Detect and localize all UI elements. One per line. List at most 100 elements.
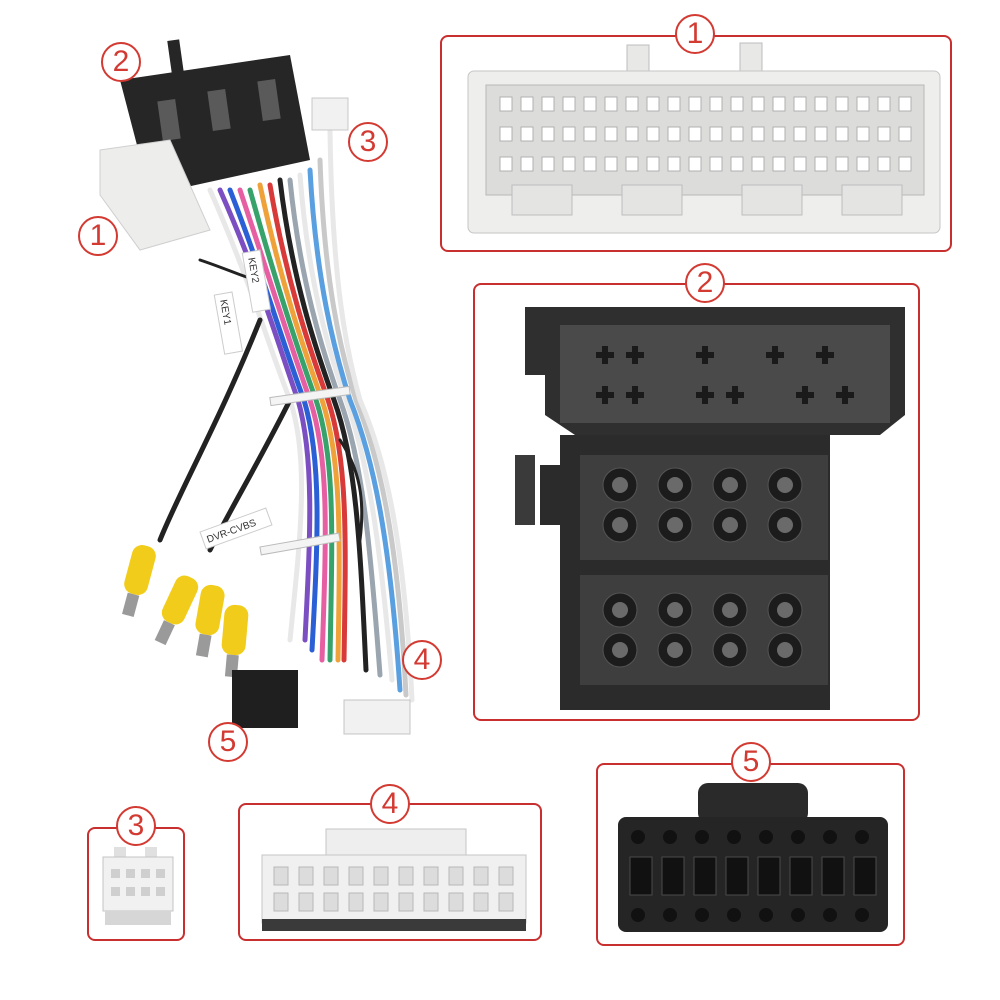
pin xyxy=(877,96,891,112)
pin xyxy=(695,908,709,922)
pin xyxy=(722,517,738,533)
pin xyxy=(722,642,738,658)
pin xyxy=(757,856,781,896)
pin xyxy=(323,866,339,886)
pin xyxy=(709,126,723,142)
pin xyxy=(373,892,389,912)
pin xyxy=(632,346,638,364)
pin xyxy=(667,96,681,112)
wiring-harness: KEY2 KEY1 DVR-CVBS xyxy=(99,39,415,735)
pin xyxy=(667,156,681,172)
pin xyxy=(793,96,807,112)
pin xyxy=(541,96,555,112)
badge-harness-3: 3 xyxy=(348,122,388,162)
pin xyxy=(821,856,845,896)
pin xyxy=(722,477,738,493)
pin xyxy=(688,96,702,112)
pin xyxy=(473,892,489,912)
panel-connector-4 xyxy=(238,803,542,941)
pin xyxy=(273,892,289,912)
pin xyxy=(612,642,628,658)
spade-pins xyxy=(596,346,854,404)
pin xyxy=(423,892,439,912)
pin xyxy=(898,96,912,112)
rca-plugs xyxy=(122,544,249,678)
pin xyxy=(141,887,150,896)
harness-connector-4 xyxy=(343,699,411,735)
pin xyxy=(777,477,793,493)
pin xyxy=(273,866,289,886)
pin xyxy=(777,602,793,618)
pin xyxy=(730,96,744,112)
pin xyxy=(631,830,645,844)
pin xyxy=(856,126,870,142)
pin xyxy=(667,477,683,493)
pin xyxy=(793,126,807,142)
pin xyxy=(751,96,765,112)
pin xyxy=(348,892,364,912)
pin xyxy=(791,908,805,922)
pin-grid xyxy=(111,869,165,896)
pin xyxy=(730,126,744,142)
pin-grid xyxy=(273,866,514,912)
pin xyxy=(632,386,638,404)
badge-harness-1: 1 xyxy=(78,216,118,256)
pin xyxy=(732,386,738,404)
pin xyxy=(373,866,389,886)
pin xyxy=(646,156,660,172)
pin xyxy=(835,156,849,172)
pin xyxy=(602,346,608,364)
pin xyxy=(625,156,639,172)
pin xyxy=(722,602,738,618)
pin xyxy=(877,156,891,172)
svg-text:KEY2: KEY2 xyxy=(245,257,260,285)
wire-tag: DVR-CVBS xyxy=(199,507,273,550)
pin xyxy=(604,96,618,112)
pin xyxy=(583,156,597,172)
pin xyxy=(835,96,849,112)
pin xyxy=(602,386,608,404)
pin xyxy=(822,346,828,364)
pin xyxy=(499,156,513,172)
pin xyxy=(777,642,793,658)
pin xyxy=(448,892,464,912)
pin xyxy=(793,156,807,172)
pin xyxy=(709,156,723,172)
pin xyxy=(520,96,534,112)
pin xyxy=(111,887,120,896)
pin xyxy=(856,156,870,172)
pin xyxy=(156,887,165,896)
pin xyxy=(709,96,723,112)
pin xyxy=(604,156,618,172)
pin xyxy=(661,856,685,896)
pin xyxy=(759,830,773,844)
pin xyxy=(727,908,741,922)
pin xyxy=(725,856,749,896)
pin xyxy=(727,830,741,844)
pin xyxy=(751,126,765,142)
pin xyxy=(126,869,135,878)
pin xyxy=(751,156,765,172)
pin xyxy=(877,126,891,142)
cable-tie xyxy=(269,385,351,407)
pin xyxy=(855,908,869,922)
badge-panel-4: 4 xyxy=(370,784,410,824)
pin xyxy=(777,517,793,533)
pin xyxy=(541,126,555,142)
connector-5-image xyxy=(618,783,888,932)
pin xyxy=(499,126,513,142)
pin xyxy=(498,866,514,886)
pin xyxy=(898,156,912,172)
badge-panel-3: 3 xyxy=(116,806,156,846)
harness-connector-1 xyxy=(99,139,211,251)
pin xyxy=(625,126,639,142)
pin xyxy=(695,830,709,844)
pin xyxy=(814,96,828,112)
connector-1-image xyxy=(467,42,941,234)
harness-connector-5 xyxy=(232,670,298,728)
panel-connector-2 xyxy=(473,283,920,721)
pin xyxy=(612,517,628,533)
connector-3-image xyxy=(102,847,174,925)
pin xyxy=(772,156,786,172)
pin xyxy=(814,156,828,172)
